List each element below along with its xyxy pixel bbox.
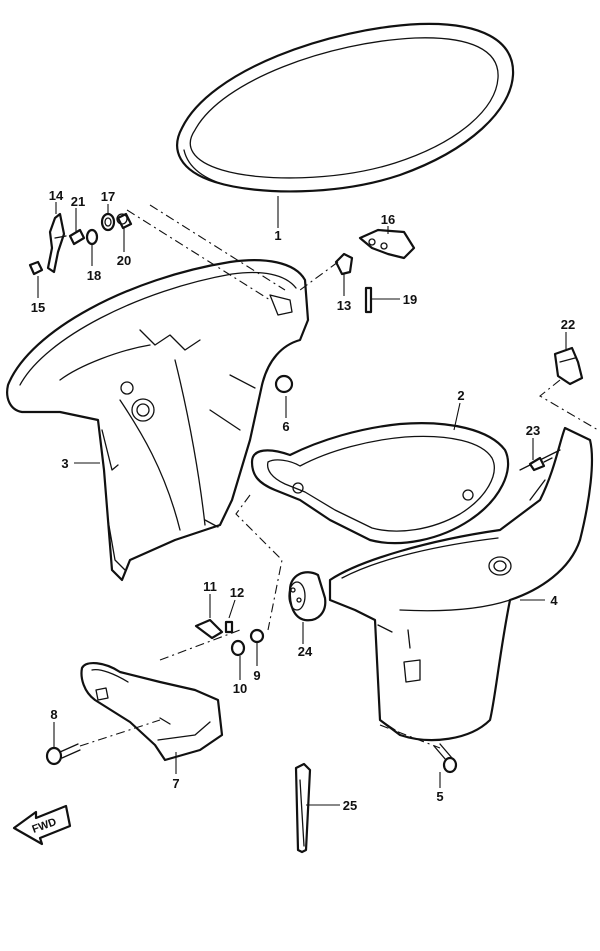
callout-15: 15 <box>31 300 45 315</box>
washer-part[interactable] <box>85 228 99 246</box>
screw-part-23[interactable] <box>528 456 553 472</box>
callout-25: 25 <box>343 798 357 813</box>
bushing-part[interactable] <box>116 212 133 230</box>
bolt-part-8[interactable] <box>45 743 81 766</box>
clip-part[interactable] <box>194 618 224 640</box>
bushing-part-10[interactable] <box>230 639 246 657</box>
callout-1: 1 <box>274 228 281 243</box>
collar-part[interactable] <box>274 374 294 394</box>
callout-8: 8 <box>50 707 57 722</box>
callout-17: 17 <box>101 189 115 204</box>
ring-part[interactable] <box>100 212 116 232</box>
bolt-part-5[interactable] <box>433 743 458 774</box>
cap-part[interactable] <box>334 252 354 276</box>
pin-part[interactable] <box>68 228 86 246</box>
callout-5: 5 <box>436 789 443 804</box>
callout-13: 13 <box>337 298 351 313</box>
callout-16: 16 <box>381 212 395 227</box>
callout-20: 20 <box>117 253 131 268</box>
latch-lever-part[interactable] <box>46 212 67 274</box>
leader-lines <box>37 196 567 806</box>
callout-23: 23 <box>526 423 540 438</box>
cable-tie-part[interactable] <box>294 762 312 854</box>
screw-part-12[interactable] <box>224 620 234 634</box>
lower-seal-part[interactable] <box>250 422 510 545</box>
callout-4: 4 <box>550 593 558 608</box>
callout-19: 19 <box>403 292 417 307</box>
nut-part[interactable] <box>28 260 44 276</box>
lower-front-cover-part[interactable] <box>80 662 224 762</box>
lower-side-cover-part[interactable] <box>328 426 594 742</box>
callout-12: 12 <box>230 585 244 600</box>
callout-3: 3 <box>61 456 68 471</box>
assembly-lines <box>79 204 599 749</box>
callout-2: 2 <box>457 388 464 403</box>
callout-7: 7 <box>172 776 179 791</box>
callout-10: 10 <box>233 681 247 696</box>
bracket-part[interactable] <box>553 346 584 386</box>
callout-numbers: 1 2 3 4 5 6 7 8 9 10 11 12 13 14 15 16 1… <box>31 188 575 813</box>
washer-part-9[interactable] <box>249 628 265 644</box>
grommet-part[interactable] <box>288 571 327 622</box>
latch-hook-part[interactable] <box>358 228 416 260</box>
callout-11: 11 <box>203 579 217 594</box>
callout-6: 6 <box>282 419 289 434</box>
fwd-arrow-icon: FWD <box>12 804 72 846</box>
callout-24: 24 <box>298 644 313 659</box>
seal-ring-part[interactable] <box>176 22 515 193</box>
callout-22: 22 <box>561 317 575 332</box>
rod-part[interactable] <box>364 286 373 314</box>
callout-14: 14 <box>49 188 64 203</box>
upper-side-cover-part[interactable] <box>6 259 310 582</box>
callout-21: 21 <box>71 194 85 209</box>
callout-18: 18 <box>87 268 101 283</box>
callout-9: 9 <box>253 668 260 683</box>
